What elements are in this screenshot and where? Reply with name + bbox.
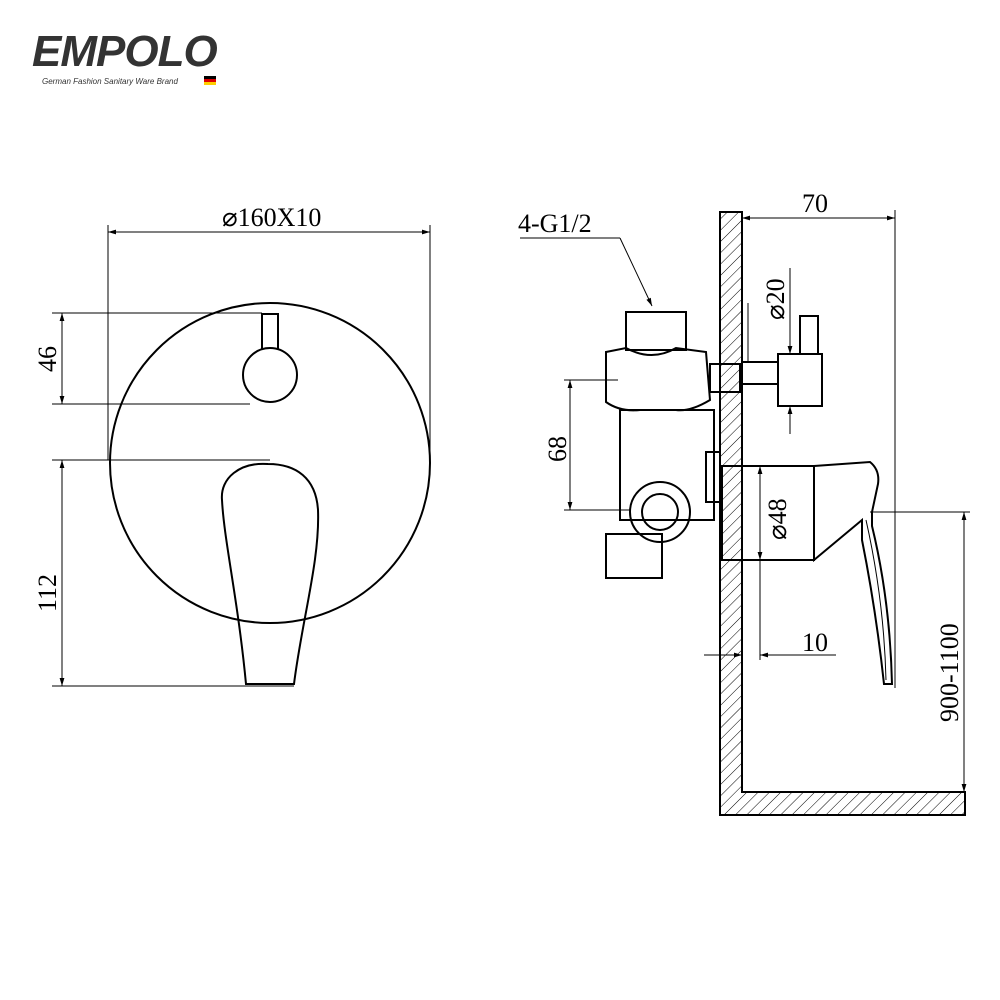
diverter-knob: [242, 347, 298, 403]
dim-knob-diameter: ⌀20: [761, 278, 790, 320]
mixer-handle: [220, 462, 320, 685]
valve-body: [605, 311, 741, 579]
diverter-knob-stem: [261, 313, 279, 349]
brand-tagline: German Fashion Sanitary Ware Brand: [42, 77, 178, 86]
cover-plate: [109, 302, 431, 624]
brand-logo: EMPOLO German Fashion Sanitary Ware Bran…: [32, 27, 218, 86]
dim-plate-diameter: ⌀160X10: [222, 203, 321, 232]
dim-plate-gap: 10: [802, 628, 828, 657]
dim-knob-offset: 46: [33, 346, 62, 372]
brand-name: EMPOLO: [32, 27, 217, 76]
mixer-handle-side: [721, 460, 894, 685]
wall-section: [719, 211, 966, 816]
diverter-knob-side: [741, 303, 823, 407]
dim-spout-diameter: ⌀48: [763, 498, 792, 540]
dim-body-height: 68: [543, 436, 572, 462]
dim-handle-height: 112: [33, 574, 62, 612]
dim-connections: 4-G1/2: [518, 209, 592, 238]
dim-depth: 70: [802, 189, 828, 218]
front-view: ⌀160X10 46 112: [33, 203, 431, 687]
german-flag-icon: [204, 76, 216, 85]
dim-install-height: 900-1100: [935, 623, 964, 722]
side-view: 4-G1/2 68 70 ⌀20 ⌀48 10 900-1100: [518, 189, 970, 816]
